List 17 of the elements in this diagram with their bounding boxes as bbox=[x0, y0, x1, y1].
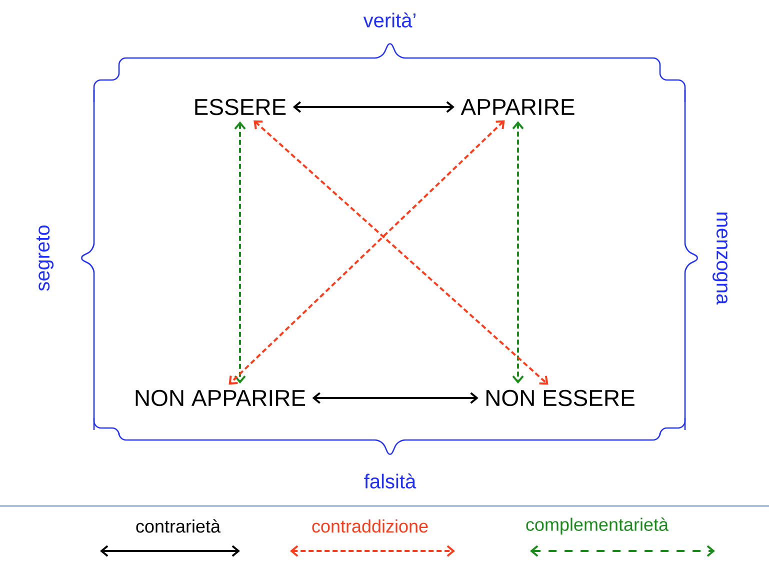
term-text: NON ESSERE bbox=[486, 390, 634, 406]
term-text: ESSERE bbox=[195, 98, 286, 116]
arrow bbox=[512, 121, 524, 384]
relation-label: menzogna bbox=[712, 212, 728, 305]
arrow bbox=[292, 101, 454, 113]
arrow bbox=[312, 392, 478, 404]
arrow bbox=[228, 120, 505, 385]
arrow bbox=[254, 120, 548, 385]
relation-label: verità’ bbox=[363, 12, 416, 28]
relation-label: segreto bbox=[36, 226, 54, 291]
term-text: APPARIRE bbox=[460, 99, 574, 115]
legend-text: complementarietà bbox=[526, 518, 669, 534]
relation-label: falsità bbox=[364, 474, 416, 488]
legend-text: contrarietà bbox=[136, 519, 220, 533]
legend-text: contraddizione bbox=[312, 519, 428, 533]
arrow bbox=[234, 121, 246, 384]
term-text: NON APPARIRE bbox=[136, 390, 306, 406]
